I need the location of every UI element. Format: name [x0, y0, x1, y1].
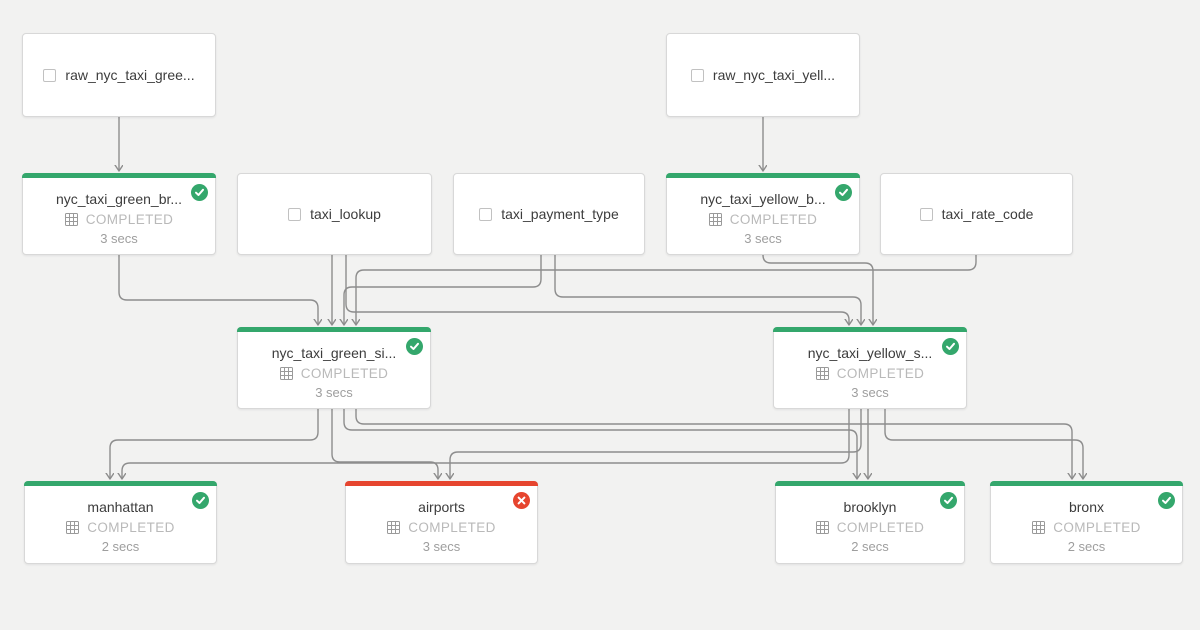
status-row: COMPLETED [238, 364, 430, 383]
edge-nyc_taxi_green_si-to-brooklyn [343, 409, 857, 479]
success-check-badge-icon [835, 184, 852, 201]
node-raw_nyc_taxi_gree[interactable]: raw_nyc_taxi_gree... [22, 33, 216, 117]
duration-text: 3 secs [315, 385, 353, 400]
node-label: manhattan [87, 499, 154, 515]
duration-text: 2 secs [1067, 539, 1106, 554]
table-icon [708, 213, 722, 226]
edge-nyc_taxi_green_br-to-nyc_taxi_green_si [118, 255, 318, 325]
node-label: brooklyn [843, 499, 897, 515]
edge-taxi_rate_code-to-nyc_taxi_green_si [356, 255, 977, 325]
node-taxi_payment_type[interactable]: taxi_payment_type [453, 173, 645, 255]
edge-nyc_taxi_yellow_s-to-manhattan [122, 409, 850, 479]
node-checkbox[interactable] [479, 207, 493, 221]
source-node-row: raw_nyc_taxi_yell... [690, 67, 836, 83]
node-label: raw_nyc_taxi_yell... [712, 67, 836, 83]
status-text: COMPLETED [836, 366, 925, 381]
edge-nyc_taxi_green_si-to-bronx [355, 409, 1072, 479]
table-icon [815, 367, 829, 380]
edge-nyc_taxi_yellow_s-to-airports [450, 409, 862, 479]
status-color-bar [666, 173, 860, 178]
status-text: COMPLETED [408, 520, 496, 535]
duration-text: 3 secs [422, 539, 461, 554]
duration-text: 2 secs [101, 539, 140, 554]
source-node-row: raw_nyc_taxi_gree... [43, 67, 195, 83]
node-label: taxi_payment_type [501, 206, 619, 222]
node-checkbox[interactable] [43, 68, 57, 82]
status-text: COMPLETED [836, 520, 925, 535]
node-label: bronx [1068, 499, 1105, 515]
node-nyc_taxi_yellow_s[interactable]: nyc_taxi_yellow_s... COMPLETED 3 secs [773, 327, 967, 409]
success-check-badge-icon [1158, 492, 1175, 509]
edge-nyc_taxi_green_si-to-manhattan [110, 409, 319, 479]
duration-text: 3 secs [744, 231, 782, 246]
table-icon [815, 521, 829, 534]
status-color-bar [773, 327, 967, 332]
source-node-row: taxi_rate_code [919, 206, 1034, 222]
node-nyc_taxi_green_si[interactable]: nyc_taxi_green_si... COMPLETED 3 secs [237, 327, 431, 409]
source-node-row: taxi_lookup [288, 206, 381, 222]
edge-taxi_payment_type-to-nyc_taxi_green_si [344, 255, 542, 325]
status-color-bar [990, 481, 1183, 486]
node-raw_nyc_taxi_yell[interactable]: raw_nyc_taxi_yell... [666, 33, 860, 117]
status-row: COMPLETED [23, 210, 215, 229]
status-row: COMPLETED [776, 518, 964, 537]
status-color-bar [22, 173, 216, 178]
status-row: COMPLETED [25, 518, 216, 537]
source-node-row: taxi_payment_type [479, 206, 619, 222]
status-row: COMPLETED [774, 364, 966, 383]
edge-nyc_taxi_yellow_s-to-bronx [884, 409, 1083, 479]
table-icon [279, 367, 293, 380]
status-row: COMPLETED [991, 518, 1182, 537]
edge-taxi_lookup-to-nyc_taxi_yellow_s [345, 255, 849, 325]
node-label: taxi_rate_code [941, 206, 1034, 222]
status-color-bar [345, 481, 538, 486]
table-icon [66, 521, 80, 534]
node-label: airports [418, 499, 465, 515]
node-label: nyc_taxi_green_br... [55, 191, 183, 207]
status-color-bar [24, 481, 217, 486]
node-checkbox[interactable] [288, 207, 302, 221]
node-taxi_rate_code[interactable]: taxi_rate_code [880, 173, 1073, 255]
duration-text: 2 secs [851, 539, 889, 554]
duration-text: 3 secs [100, 231, 138, 246]
status-color-bar [775, 481, 965, 486]
node-taxi_lookup[interactable]: taxi_lookup [237, 173, 432, 255]
success-check-badge-icon [192, 492, 209, 509]
table-icon [387, 521, 401, 534]
node-label: raw_nyc_taxi_gree... [65, 67, 195, 83]
status-row: COMPLETED [346, 518, 537, 537]
success-check-badge-icon [942, 338, 959, 355]
node-label: taxi_lookup [310, 206, 381, 222]
error-x-badge-icon [513, 492, 530, 509]
duration-text: 3 secs [851, 385, 889, 400]
node-checkbox[interactable] [690, 68, 704, 82]
status-text: COMPLETED [729, 212, 818, 227]
node-label: nyc_taxi_yellow_b... [700, 191, 826, 207]
status-color-bar [237, 327, 431, 332]
success-check-badge-icon [406, 338, 423, 355]
node-checkbox[interactable] [919, 207, 933, 221]
status-row: COMPLETED [667, 210, 859, 229]
success-check-badge-icon [940, 492, 957, 509]
status-text: COMPLETED [300, 366, 389, 381]
edge-taxi_payment_type-to-nyc_taxi_yellow_s [554, 255, 861, 325]
node-label: nyc_taxi_yellow_s... [807, 345, 933, 361]
status-text: COMPLETED [87, 520, 175, 535]
node-nyc_taxi_yellow_b[interactable]: nyc_taxi_yellow_b... COMPLETED 3 secs [666, 173, 860, 255]
edge-nyc_taxi_yellow_b-to-nyc_taxi_yellow_s [762, 254, 873, 325]
node-label: nyc_taxi_green_si... [271, 345, 397, 361]
node-nyc_taxi_green_br[interactable]: nyc_taxi_green_br... COMPLETED 3 secs [22, 173, 216, 255]
success-check-badge-icon [191, 184, 208, 201]
edge-nyc_taxi_green_si-to-airports [331, 409, 438, 479]
status-text: COMPLETED [1053, 520, 1141, 535]
status-text: COMPLETED [85, 212, 174, 227]
table-icon [1032, 521, 1046, 534]
table-icon [64, 213, 78, 226]
